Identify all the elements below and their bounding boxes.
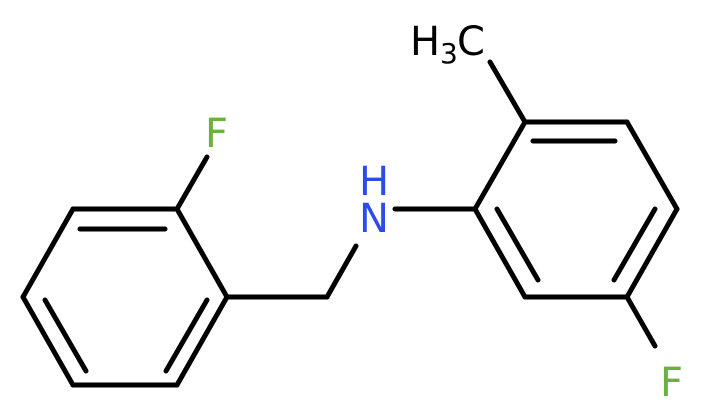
methyl-group-label: H 3 C	[410, 19, 485, 70]
methyl-subscript: 3	[440, 37, 458, 70]
right-benzene-ring	[472, 119, 680, 300]
fluorine-atom-left: F	[205, 111, 228, 157]
methyl-h-letter: H	[410, 19, 440, 65]
nitrogen-atom: N	[359, 196, 389, 242]
bond-c-f-right	[624, 294, 658, 349]
nitrogen-h-atom: H	[359, 159, 389, 205]
bond-ring-methyl	[487, 59, 528, 125]
methyl-c-letter: C	[457, 19, 485, 65]
fluorine-atom-right: F	[660, 360, 683, 406]
bond-c-f-left	[174, 154, 210, 212]
left-benzene-ring	[20, 206, 230, 388]
bond-ch2-n	[324, 243, 359, 300]
